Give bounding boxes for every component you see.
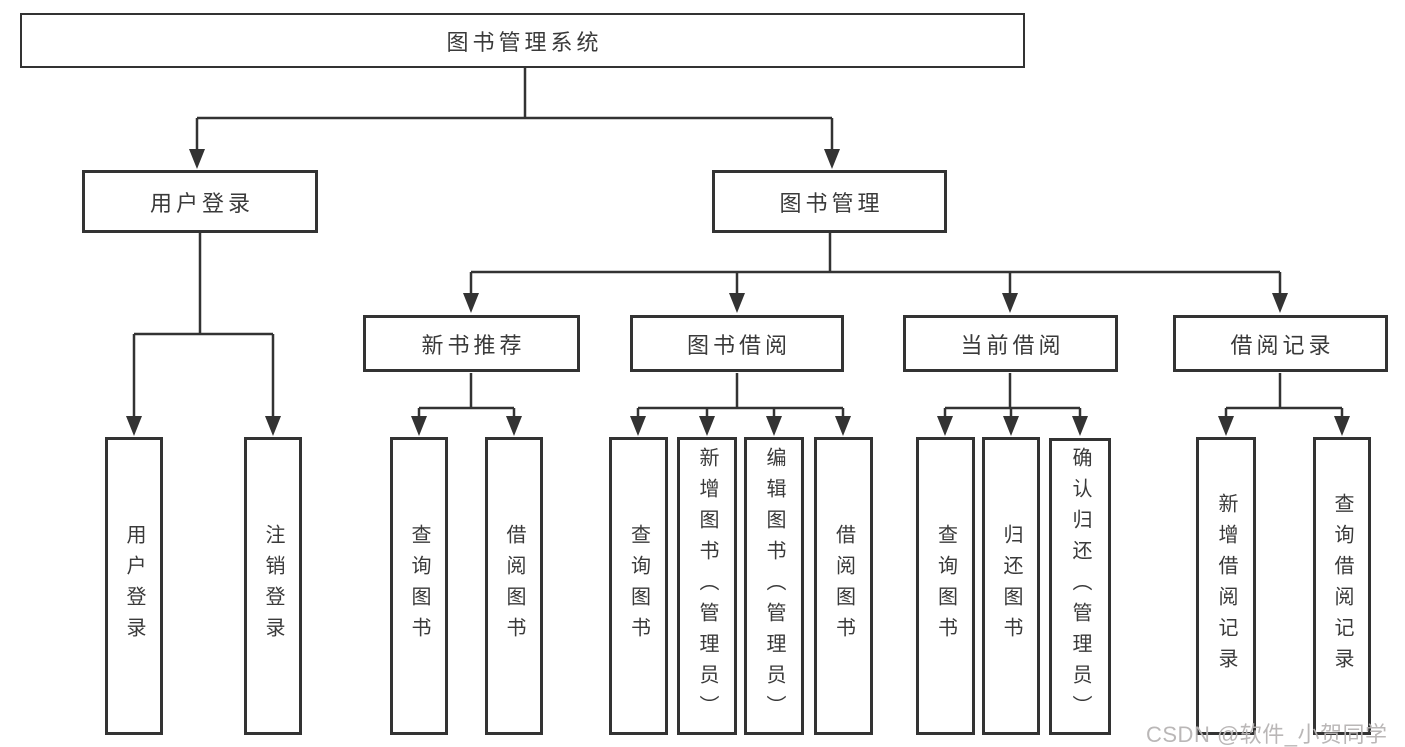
csdn-watermark: CSDN @软件_小贺同学	[1146, 722, 1388, 747]
connector-new-book-split	[417, 373, 516, 420]
arrowhead	[824, 149, 840, 169]
arrowhead	[729, 293, 745, 313]
leaf-borrowing-query-books: 查询图书	[609, 437, 668, 735]
connector-root-split	[195, 68, 834, 153]
arrowhead	[937, 416, 953, 436]
leaf-recommend-borrow-books: 借阅图书	[485, 437, 543, 735]
arrowhead	[1072, 416, 1088, 436]
arrowhead	[1334, 416, 1350, 436]
leaf-user-login: 用户登录	[105, 437, 163, 735]
leaf-logout: 注销登录	[244, 437, 302, 735]
connector-current-borrow-split	[943, 373, 1082, 420]
leaf-current-return-books: 归还图书	[982, 437, 1040, 735]
arrowhead	[1002, 293, 1018, 313]
arrowhead	[506, 416, 522, 436]
arrowhead	[463, 293, 479, 313]
arrowhead	[1272, 293, 1288, 313]
node-book-borrowing: 图书借阅	[630, 315, 844, 372]
arrowhead	[766, 416, 782, 436]
leaf-recommend-query-books: 查询图书	[390, 437, 448, 735]
arrowhead	[699, 416, 715, 436]
connector-book-mgmt-split	[469, 233, 1282, 297]
arrowhead	[411, 416, 427, 436]
node-new-book-recommend: 新书推荐	[363, 315, 580, 372]
leaf-borrowing-borrow-books: 借阅图书	[814, 437, 873, 735]
node-current-borrowing: 当前借阅	[903, 315, 1118, 372]
leaf-records-add-record: 新增借阅记录	[1196, 437, 1256, 735]
arrowhead	[189, 149, 205, 169]
leaf-records-query-record: 查询借阅记录	[1313, 437, 1371, 735]
connector-records-split	[1224, 373, 1344, 420]
connector-book-borrow-split	[636, 373, 845, 420]
leaf-borrowing-edit-book-admin: 编辑图书（管理员）	[744, 437, 804, 735]
leaf-borrowing-add-book-admin: 新增图书（管理员）	[677, 437, 737, 735]
leaf-current-confirm-return-admin: 确认归还（管理员）	[1049, 438, 1111, 735]
node-borrowing-records: 借阅记录	[1173, 315, 1388, 372]
arrowhead	[630, 416, 646, 436]
node-book-management: 图书管理	[712, 170, 947, 233]
arrowhead	[126, 416, 142, 436]
arrowhead	[835, 416, 851, 436]
arrowheads	[126, 149, 1350, 436]
node-user-login: 用户登录	[82, 170, 318, 233]
arrowhead	[1003, 416, 1019, 436]
arrowhead	[1218, 416, 1234, 436]
connector-user-login-split	[132, 233, 275, 420]
node-root-system: 图书管理系统	[20, 13, 1025, 68]
arrowhead	[265, 416, 281, 436]
leaf-current-query-books: 查询图书	[916, 437, 975, 735]
